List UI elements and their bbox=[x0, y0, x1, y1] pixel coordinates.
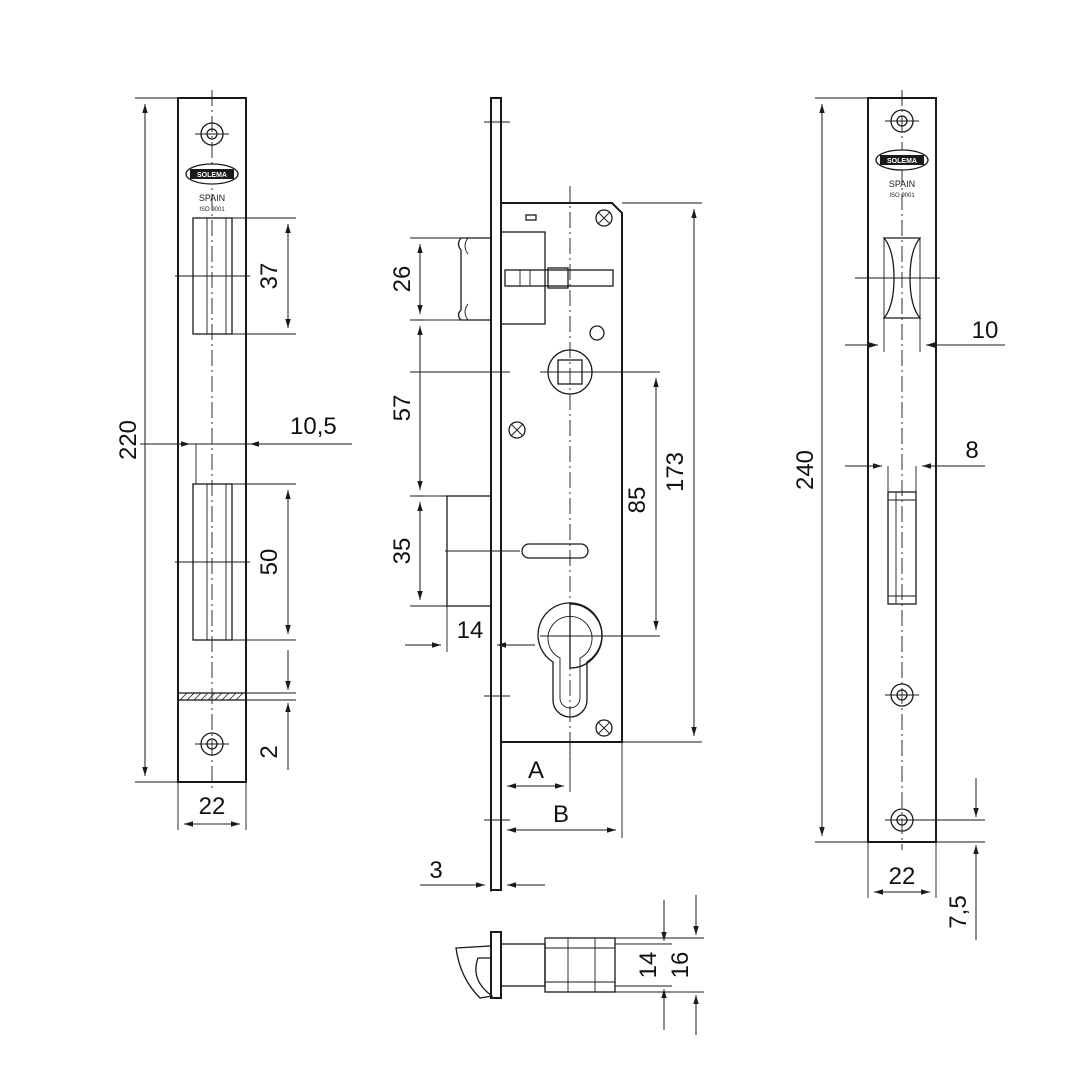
left-brand-logo: SOLEMA SPAIN ISO 9001 bbox=[185, 163, 239, 213]
case-top-screw bbox=[595, 209, 613, 227]
dim-latch-throw: 14 bbox=[457, 617, 484, 644]
dim-right-hole-spacing: 7,5 bbox=[945, 895, 972, 928]
dim-handle-to-cylinder: 85 bbox=[624, 487, 651, 514]
dim-bottom-gap: 2 bbox=[256, 745, 283, 758]
right-bottom-screw-hole bbox=[885, 808, 985, 832]
left-cert-text: ISO 9001 bbox=[199, 207, 225, 213]
euro-cylinder-cutout bbox=[537, 602, 660, 718]
case-bottom-screw bbox=[595, 719, 613, 737]
dim-backset-a: A bbox=[528, 757, 544, 784]
case-middle-screw bbox=[508, 421, 526, 439]
left-bolt-window bbox=[175, 483, 250, 641]
dim-latch-height-side: 35 bbox=[389, 538, 416, 565]
dim-right-slot-lower: 8 bbox=[965, 437, 978, 464]
dim-latch-body-inner: 14 bbox=[635, 952, 662, 979]
right-cert-text: ISO 9001 bbox=[889, 193, 915, 199]
front-plate bbox=[490, 97, 502, 891]
left-bottom-hatch-strip bbox=[177, 692, 247, 701]
dim-latch-body-outer: 16 bbox=[667, 952, 694, 979]
left-faceplate-view: SOLEMA SPAIN ISO 9001 bbox=[115, 90, 352, 830]
lock-case-outline bbox=[501, 202, 623, 743]
dim-deadbolt-to-handle: 57 bbox=[389, 395, 416, 422]
latch-bolt bbox=[445, 495, 520, 607]
right-lower-slot bbox=[887, 491, 917, 605]
right-brand-logo: SOLEMA SPAIN ISO 9001 bbox=[875, 149, 929, 199]
right-faceplate-view: SOLEMA SPAIN ISO 9001 10 8 bbox=[792, 90, 1005, 940]
left-top-screw-hole bbox=[195, 122, 229, 146]
deadbolt bbox=[457, 231, 614, 325]
dim-faceplate-length-right: 240 bbox=[792, 450, 819, 490]
right-top-screw-hole bbox=[885, 109, 919, 133]
dim-deadbolt-height: 26 bbox=[389, 266, 416, 293]
dim-faceplate-length-left: 220 bbox=[115, 420, 142, 460]
latch-top-view: 14 16 bbox=[455, 895, 704, 1035]
dim-faceplate-offset: 10,5 bbox=[290, 413, 337, 440]
dim-plate-thickness: 3 bbox=[429, 857, 442, 884]
left-origin-text: SPAIN bbox=[199, 193, 225, 203]
dim-latch-height: 37 bbox=[256, 263, 283, 290]
dim-bolt-height: 50 bbox=[256, 549, 283, 576]
right-upper-slot bbox=[855, 237, 940, 319]
latch-bevel bbox=[455, 945, 494, 999]
dim-right-slot-upper: 10 bbox=[972, 317, 999, 344]
dim-case-height: 173 bbox=[662, 452, 689, 492]
left-latch-window bbox=[175, 217, 250, 335]
case-slot bbox=[521, 543, 589, 559]
left-bottom-screw-hole bbox=[195, 732, 229, 756]
right-origin-text: SPAIN bbox=[889, 179, 915, 189]
dim-case-depth-b: B bbox=[553, 801, 569, 828]
left-logo-text: SOLEMA bbox=[197, 172, 227, 179]
dim-faceplate-width-left: 22 bbox=[199, 793, 226, 820]
handle-follower bbox=[540, 349, 660, 395]
right-logo-text: SOLEMA bbox=[887, 158, 917, 165]
dim-faceplate-width-right: 22 bbox=[889, 863, 916, 890]
middle-side-view: 26 57 35 14 173 85 A B bbox=[389, 97, 702, 892]
right-middle-screw-hole bbox=[885, 683, 919, 707]
